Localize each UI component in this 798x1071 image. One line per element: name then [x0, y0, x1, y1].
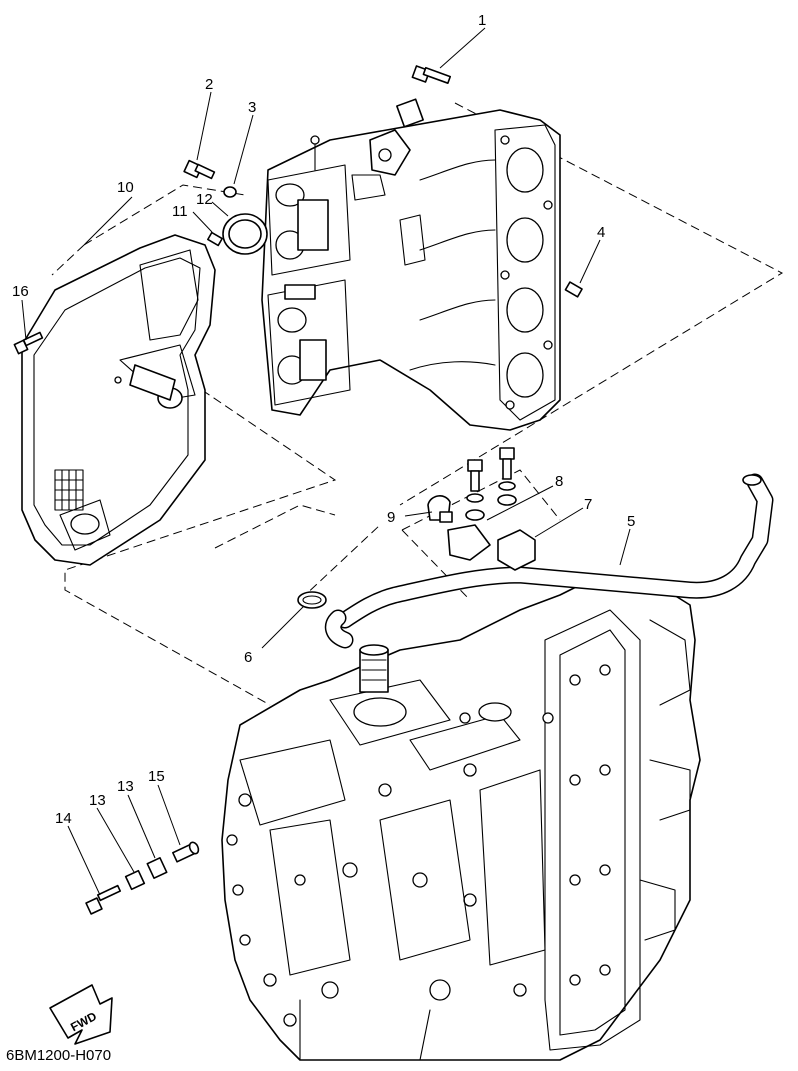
o-ring-12: [222, 213, 268, 255]
callout-3: 3: [248, 99, 256, 116]
small-parts: [13, 65, 583, 915]
intake-manifold: [261, 98, 561, 431]
callout-5: 5: [627, 513, 635, 530]
callout-9: 9: [387, 509, 395, 526]
callout-10: 10: [117, 179, 134, 196]
callout-14: 14: [55, 810, 72, 827]
callout-numbers: 1 2 3 4 5 6 7 8 9 10 11 12 13 13 14 15 1…: [12, 12, 635, 827]
bracket-8: [447, 524, 491, 561]
bolt-8a: [465, 459, 485, 521]
breather-hose: [324, 473, 774, 649]
callout-2: 2: [205, 76, 213, 93]
bolt-8b: [497, 447, 517, 506]
diagram-code: 6BM1200-H070: [6, 1047, 111, 1064]
intake-silencer: [21, 234, 216, 566]
cylinder-block: [221, 574, 701, 1061]
o-ring-3: [223, 186, 237, 198]
callout-6: 6: [244, 649, 252, 666]
callout-11: 11: [172, 203, 188, 220]
grommet-15: [172, 841, 200, 863]
callout-1: 1: [478, 12, 486, 29]
callout-8: 8: [555, 473, 563, 490]
clip-9: [427, 495, 453, 523]
collar-13b: [146, 856, 168, 880]
callout-12: 12: [196, 191, 213, 208]
fwd-arrow-icon: FWD: [49, 984, 113, 1045]
callout-13b: 13: [117, 778, 134, 795]
bolt-2: [183, 159, 216, 180]
bolt-14: [85, 884, 122, 915]
callout-7: 7: [584, 496, 592, 513]
collar-13a: [124, 869, 146, 891]
dowel-pin-11: [207, 231, 223, 247]
holder-7: [497, 529, 536, 571]
screw-16: [13, 331, 44, 355]
leader-lines: [21, 27, 631, 896]
callout-13a: 13: [89, 792, 106, 809]
dowel-pin-4: [564, 281, 583, 298]
hose-clamp-6: [297, 591, 327, 609]
callout-15: 15: [148, 768, 165, 785]
bolt-1: [411, 65, 452, 85]
callout-4: 4: [597, 224, 605, 241]
callout-16: 16: [12, 283, 29, 300]
